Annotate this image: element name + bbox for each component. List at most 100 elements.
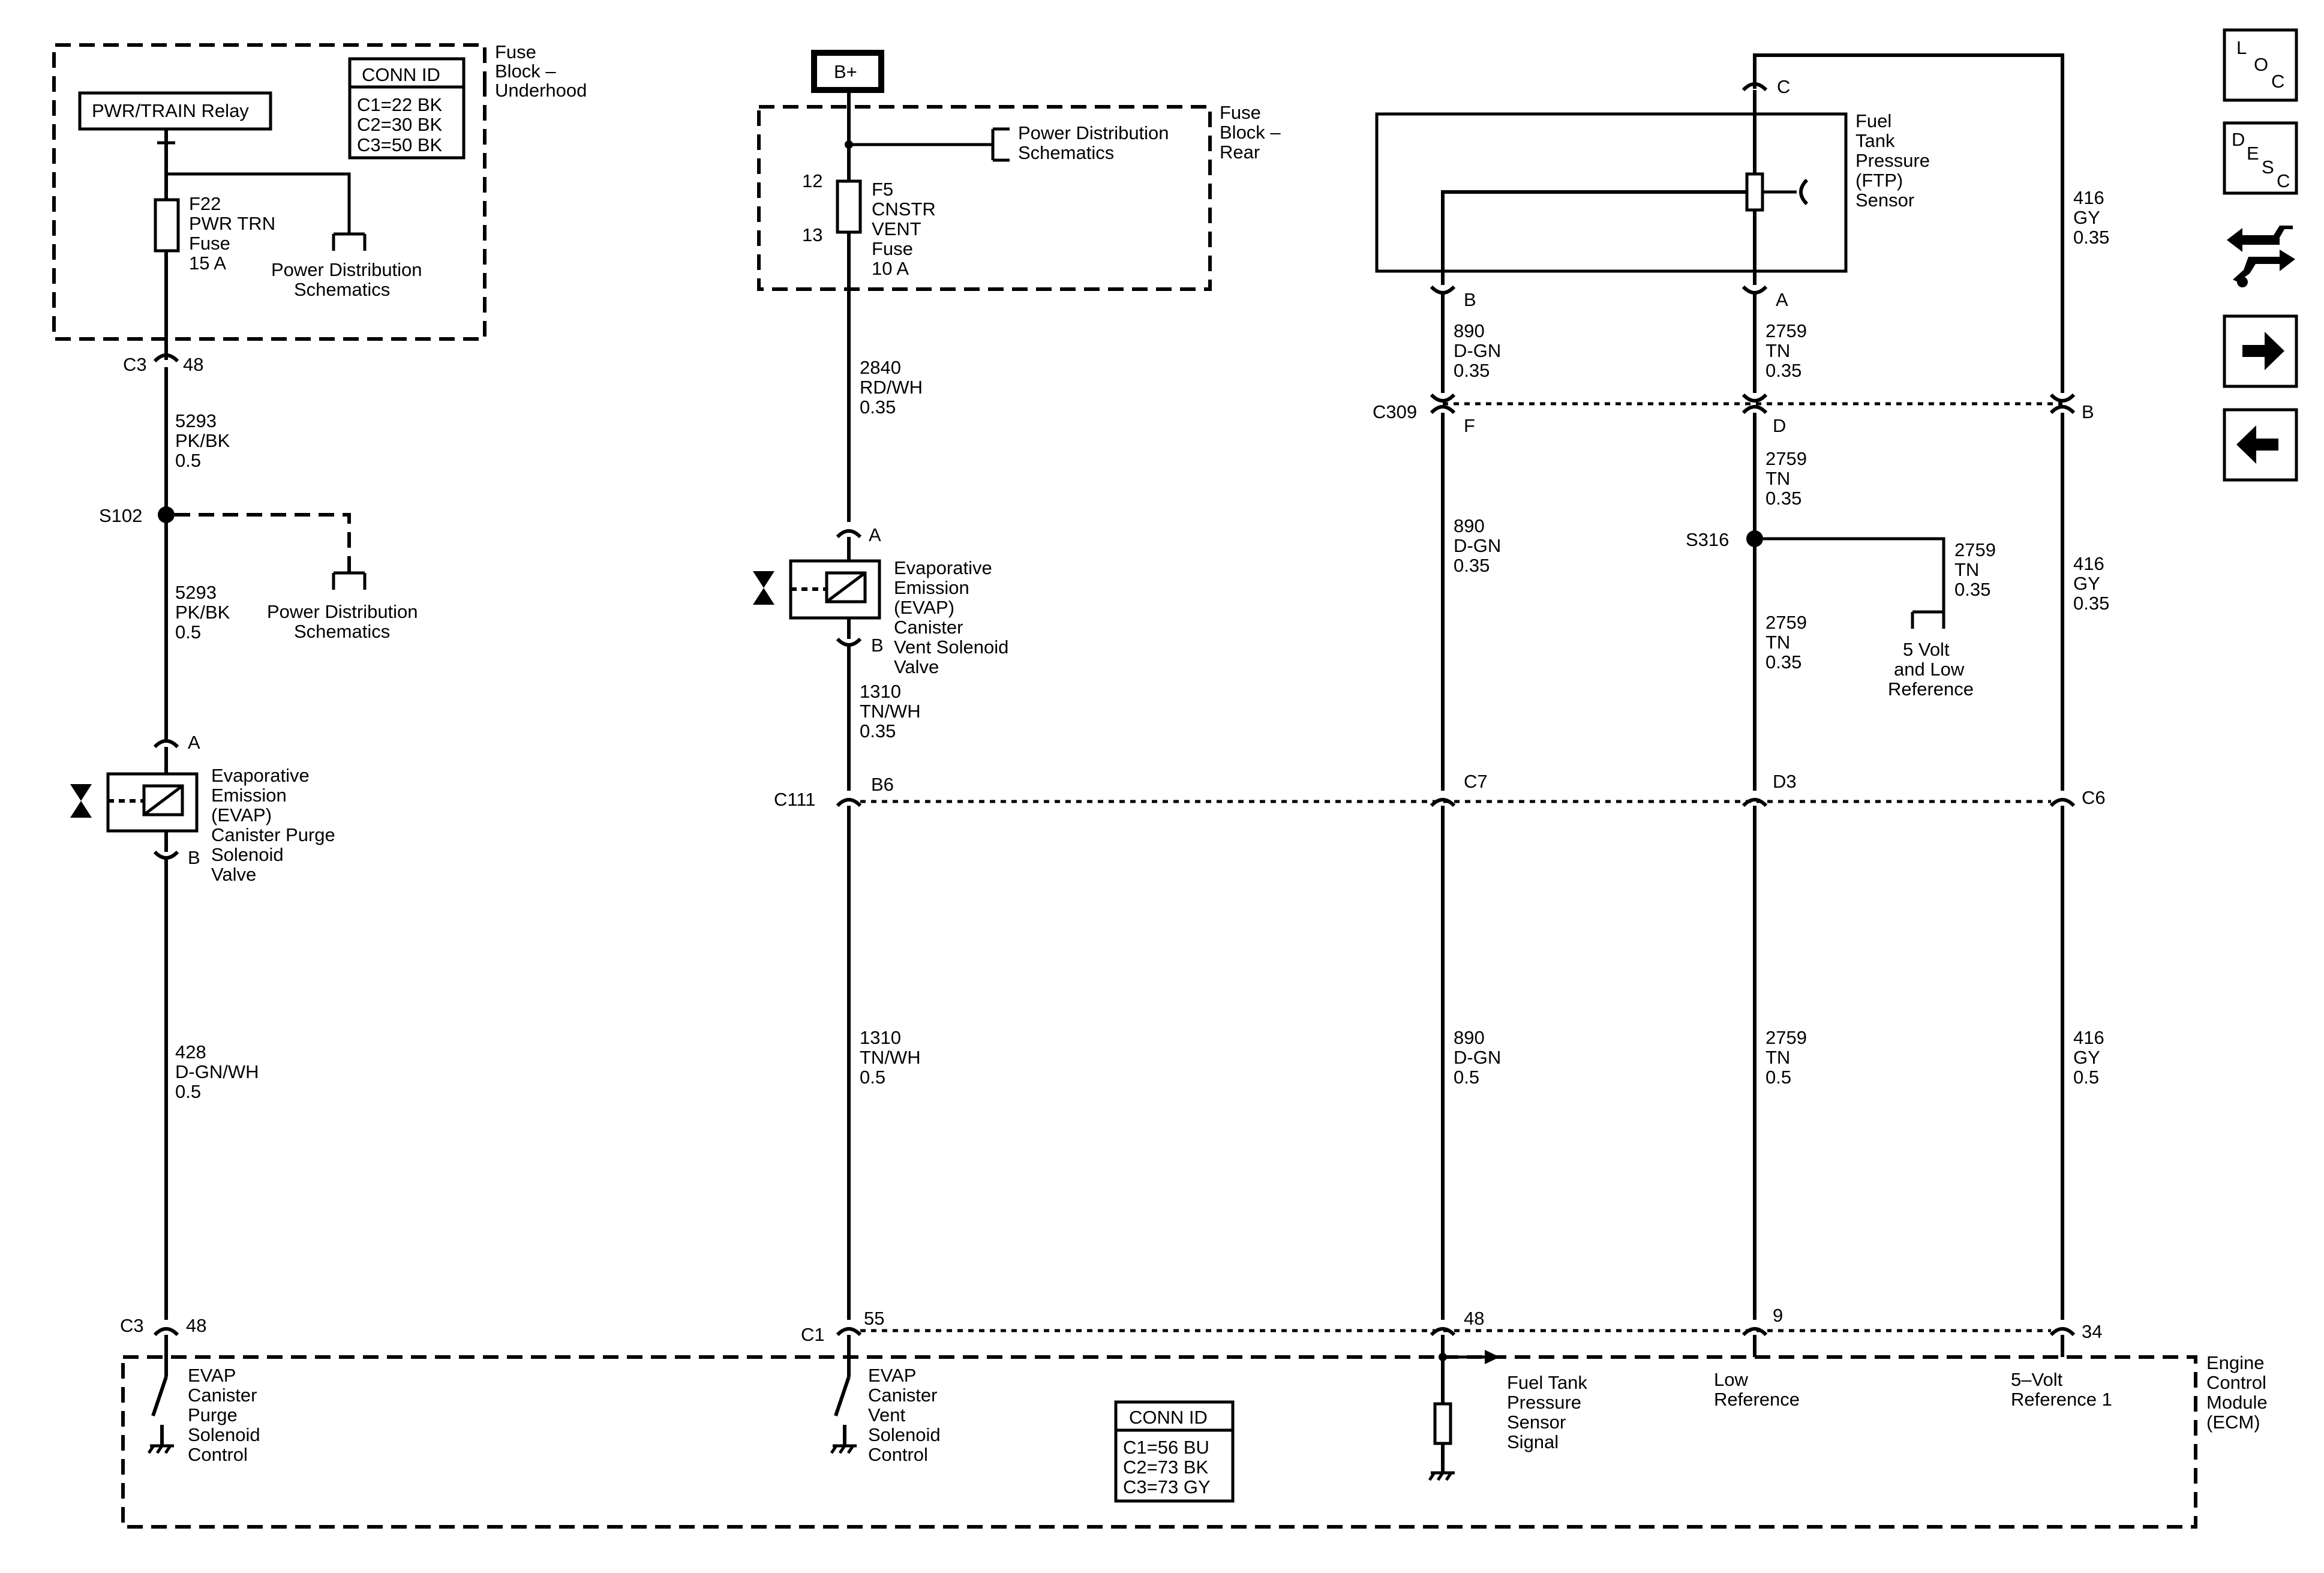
s316-wire-color: TN	[1954, 559, 1979, 580]
vent-wire2-size: 0.35	[860, 721, 896, 742]
s316-target-2: and Low	[1894, 659, 1965, 680]
ecm-label-3: Module	[2206, 1392, 2268, 1413]
vent-wire3-color: TN/WH	[860, 1047, 921, 1068]
location-button[interactable]: L O C	[2223, 28, 2298, 102]
desc-letter-d: D	[2232, 129, 2245, 150]
lowref-wire1-color: TN	[1765, 340, 1790, 361]
purge-wire2-size: 0.5	[175, 622, 201, 643]
ref-wire1-size: 0.35	[2073, 227, 2109, 248]
ref-wire3-circuit: 416	[2073, 1027, 2104, 1048]
splice-s102-label: S102	[99, 505, 142, 526]
purge-wire1-color: PK/BK	[175, 430, 230, 451]
conn-id-box-underhood	[348, 57, 466, 160]
ref-wire1-circuit: 416	[2073, 187, 2104, 208]
fuse-f22-label-2: PWR TRN	[189, 213, 275, 234]
vent-wire1-size: 0.35	[860, 397, 896, 418]
lowref-wire1-size: 0.35	[1765, 360, 1801, 381]
connector-view-icon[interactable]	[2227, 226, 2295, 287]
s102-power-dist-1: Power Distribution	[267, 601, 418, 622]
ecm-conn-id-title: CONN ID	[1129, 1407, 1208, 1428]
loc-letter-l: L	[2236, 37, 2247, 58]
conn-id-box-ecm	[1114, 1400, 1235, 1503]
signal-ecm-label-4: Signal	[1507, 1431, 1559, 1452]
lowref-c111-pin: D3	[1773, 771, 1797, 792]
ftp-sensor-label-5: Sensor	[1855, 190, 1914, 211]
vent-valve-label-3: (EVAP)	[894, 597, 954, 618]
conn-id-row-3: C3=50 BK	[357, 134, 443, 155]
vent-valve-label-2: Emission	[894, 577, 969, 598]
ref-ecm-label-2: Reference 1	[2011, 1389, 2112, 1410]
signal-wire2-circuit: 890	[1454, 515, 1485, 536]
vent-valve-label-4: Canister	[894, 617, 963, 638]
vent-wire3-circuit: 1310	[860, 1027, 901, 1048]
signal-wire2-size: 0.35	[1454, 555, 1490, 576]
ftp-sensor-label-4: (FTP)	[1855, 170, 1903, 191]
fuse-block-rear: B+ Fuse Block – Rear Power Distribution …	[757, 50, 1281, 522]
fuse-f5-label-5: 10 A	[872, 258, 909, 279]
rear-power-dist-2: Schematics	[1018, 142, 1114, 163]
purge-ecm-label-5: Control	[188, 1444, 248, 1465]
purge-ecm-label-1: EVAP	[188, 1365, 236, 1386]
purge-wire1-size: 0.5	[175, 450, 201, 471]
vent-circuit: 2840 RD/WH 0.35 A B Evaporative Emission…	[753, 357, 1008, 1465]
purge-ecm-label-4: Solenoid	[188, 1424, 260, 1445]
pwr-train-relay-box	[78, 91, 272, 131]
lowref-wire4-color: TN	[1765, 1047, 1790, 1068]
description-button[interactable]: D E S C	[2223, 121, 2298, 195]
lowref-wire3-color: TN	[1765, 632, 1790, 653]
ftp-sensor-element-icon	[1745, 172, 1764, 212]
desc-letter-s: S	[2262, 157, 2274, 178]
lowref-wire3-circuit: 2759	[1765, 612, 1807, 633]
s102-power-dist-2: Schematics	[294, 621, 390, 642]
lowref-wire4-size: 0.5	[1765, 1067, 1791, 1088]
connector-c111-label: C111	[774, 789, 816, 810]
ecm: Engine Control Module (ECM) CONN ID C1=5…	[121, 1352, 2268, 1529]
ftp-sensor-label-2: Tank	[1855, 130, 1895, 151]
ftp-pin-b: B	[1464, 289, 1476, 310]
previous-page-button[interactable]	[2223, 408, 2298, 482]
ref-c111-pin: C6	[2082, 787, 2106, 808]
next-page-button[interactable]	[2223, 314, 2298, 388]
purge-c3-top-conn: C3	[123, 354, 147, 375]
signal-wire1-color: D-GN	[1454, 340, 1501, 361]
s316-wire-circuit: 2759	[1954, 539, 1996, 560]
lowref-wire1-circuit: 2759	[1765, 320, 1807, 341]
vent-ecm-label-2: Canister	[868, 1385, 937, 1406]
fuse-f22-label-1: F22	[189, 193, 221, 214]
vent-c1-pin: 55	[864, 1308, 884, 1329]
purge-wire1-circuit: 5293	[175, 410, 217, 431]
purge-valve-label-6: Valve	[211, 864, 256, 885]
fuse-f5-label-3: VENT	[872, 218, 921, 239]
conn-id-row-1: C1=22 BK	[357, 94, 443, 115]
signal-ecm-label-2: Pressure	[1507, 1392, 1581, 1413]
ftp-pin-c: C	[1777, 76, 1790, 97]
vent-valve-label-1: Evaporative	[894, 557, 992, 578]
ecm-label-1: Engine	[2206, 1352, 2265, 1373]
fuse-f22-label-3: Fuse	[189, 233, 230, 254]
vent-ecm-label-4: Solenoid	[868, 1424, 941, 1445]
signal-wire1-size: 0.35	[1454, 360, 1490, 381]
signal-circuit: 890 D-GN 0.35 F 890 D-GN 0.35 C7 890 D-G…	[1428, 293, 1587, 1481]
fuse-f5-label-2: CNSTR	[872, 199, 936, 220]
fuse-f22-icon	[154, 198, 180, 253]
vent-wire1-circuit: 2840	[860, 357, 901, 378]
vent-wire2-color: TN/WH	[860, 701, 921, 722]
s316-wire-size: 0.35	[1954, 579, 1990, 600]
fuse-block-underhood-title-1: Fuse	[495, 41, 536, 62]
fuse-block-rear-title-2: Block –	[1220, 122, 1281, 143]
ecm-label-4: (ECM)	[2206, 1412, 2260, 1433]
fuse-f22-label-4: 15 A	[189, 253, 226, 274]
ref-wire2-size: 0.35	[2073, 593, 2109, 614]
purge-c3-top-pin: 48	[183, 354, 203, 375]
underhood-power-dist-1: Power Distribution	[271, 259, 422, 280]
signal-wire3-color: D-GN	[1454, 1047, 1501, 1068]
purge-valve-pin-b: B	[188, 847, 200, 868]
purge-valve-pin-a: A	[188, 732, 200, 753]
vent-ecm-label-1: EVAP	[868, 1365, 916, 1386]
signal-wire3-circuit: 890	[1454, 1027, 1485, 1048]
signal-ecm-label-1: Fuel Tank	[1507, 1372, 1587, 1393]
fuse-block-underhood-title-3: Underhood	[495, 80, 587, 101]
ecm-conn-id-row-2: C2=73 BK	[1123, 1457, 1209, 1478]
purge-valve-label-2: Emission	[211, 785, 287, 806]
